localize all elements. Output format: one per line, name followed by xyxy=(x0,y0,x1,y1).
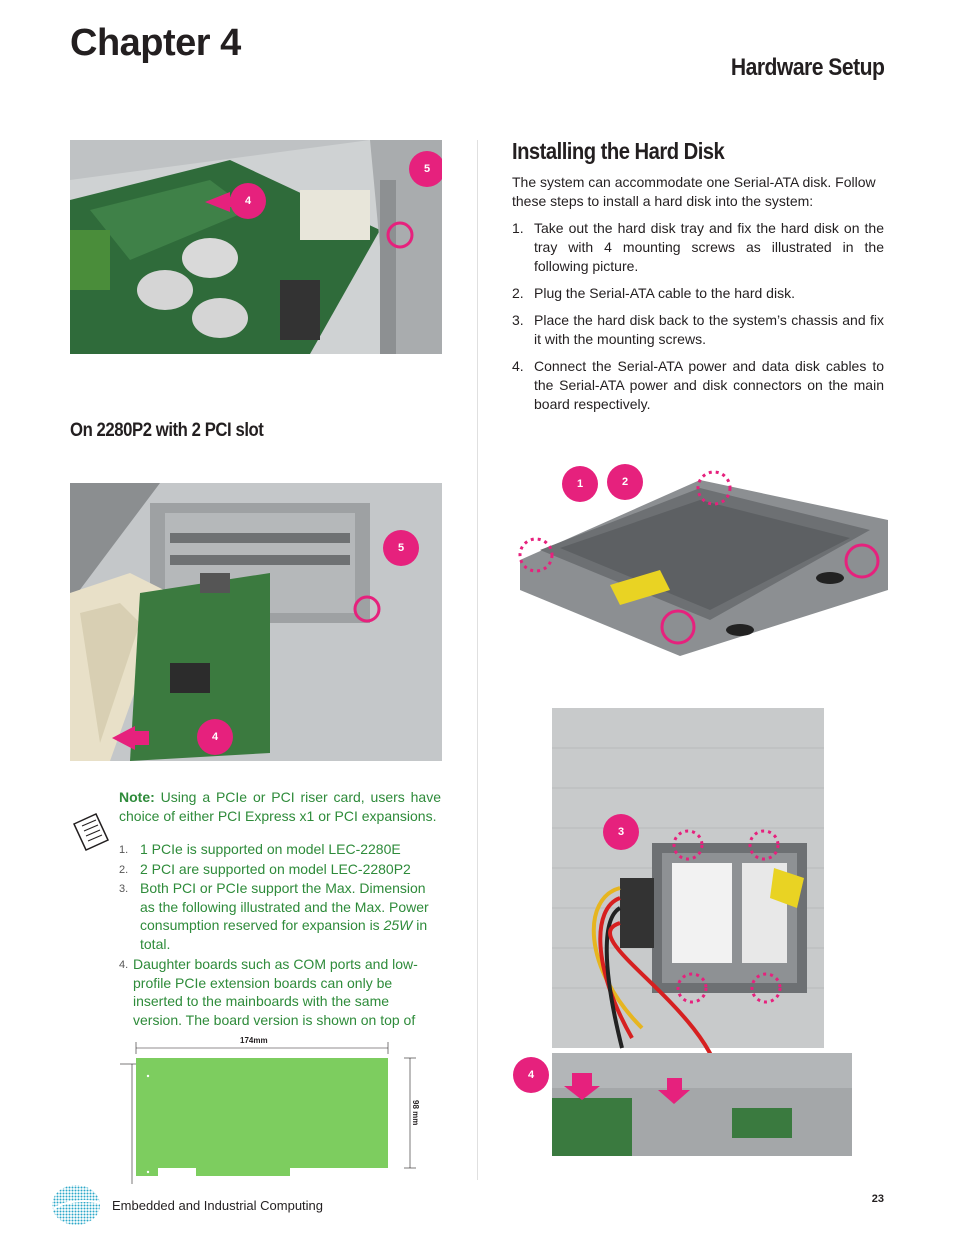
photo-chassis-hard-disk: 3 4 xyxy=(512,708,852,1156)
note-item: 2.2 PCI are supported on model LEC-2280P… xyxy=(119,860,411,877)
callout-5: 5 xyxy=(383,530,419,566)
callout-1: 1 xyxy=(562,466,598,502)
note-item: 1.1 PCIe is supported on model LEC-2280E xyxy=(119,841,401,857)
step-item: 4.Connect the Serial-ATA power and data … xyxy=(512,358,884,412)
section-title: Hardware Setup xyxy=(730,54,885,81)
step-item: 1.Take out the hard disk tray and fix th… xyxy=(512,220,884,274)
callout-4: 4 xyxy=(513,1057,549,1093)
note-body: Using a PCIe or PCI riser card, users ha… xyxy=(119,789,442,824)
column-divider xyxy=(477,140,478,1180)
note-list: 1.1 PCIe is supported on model LEC-2280E… xyxy=(119,840,441,1029)
footer-tagline: Embedded and Industrial Computing xyxy=(112,1198,324,1213)
company-logo-icon xyxy=(50,1183,102,1232)
dimension-width-label: 174mm xyxy=(240,1036,268,1045)
sub-heading-2280p2: On 2280P2 with 2 PCI slot xyxy=(70,420,264,441)
install-heading: Installing the Hard Disk xyxy=(512,138,725,164)
page-number: 23 xyxy=(871,1193,884,1205)
note-text: Note: Using a PCIe or PCI riser card, us… xyxy=(119,788,441,826)
step-item: 3.Place the hard disk back to the system… xyxy=(512,312,884,347)
callout-4: 4 xyxy=(197,719,233,755)
callout-3: 3 xyxy=(603,814,639,850)
callout-4: 4 xyxy=(230,183,266,219)
note-label: Note: xyxy=(119,789,155,805)
photo-pci-slot: 5 4 xyxy=(70,483,442,761)
photo-hard-disk-tray: 1 2 xyxy=(510,460,888,656)
note-icon xyxy=(70,812,110,857)
photo-pcie-riser: 5 4 xyxy=(70,140,442,354)
install-steps: 1.Take out the hard disk tray and fix th… xyxy=(512,219,884,422)
install-intro: The system can accommodate one Serial-AT… xyxy=(512,174,876,209)
step-item: 2.Plug the Serial-ATA cable to the hard … xyxy=(512,285,795,301)
callout-5: 5 xyxy=(409,151,442,187)
note-item: 3.Both PCI or PCIe support the Max. Dime… xyxy=(119,880,429,952)
note-item: 4.Daughter boards such as COM ports and … xyxy=(119,956,418,1028)
expansion-card-diagram xyxy=(118,1034,420,1186)
chapter-title: Chapter 4 xyxy=(70,22,241,64)
callout-2: 2 xyxy=(607,464,643,500)
dimension-height-label: 98 mm xyxy=(411,1100,420,1126)
